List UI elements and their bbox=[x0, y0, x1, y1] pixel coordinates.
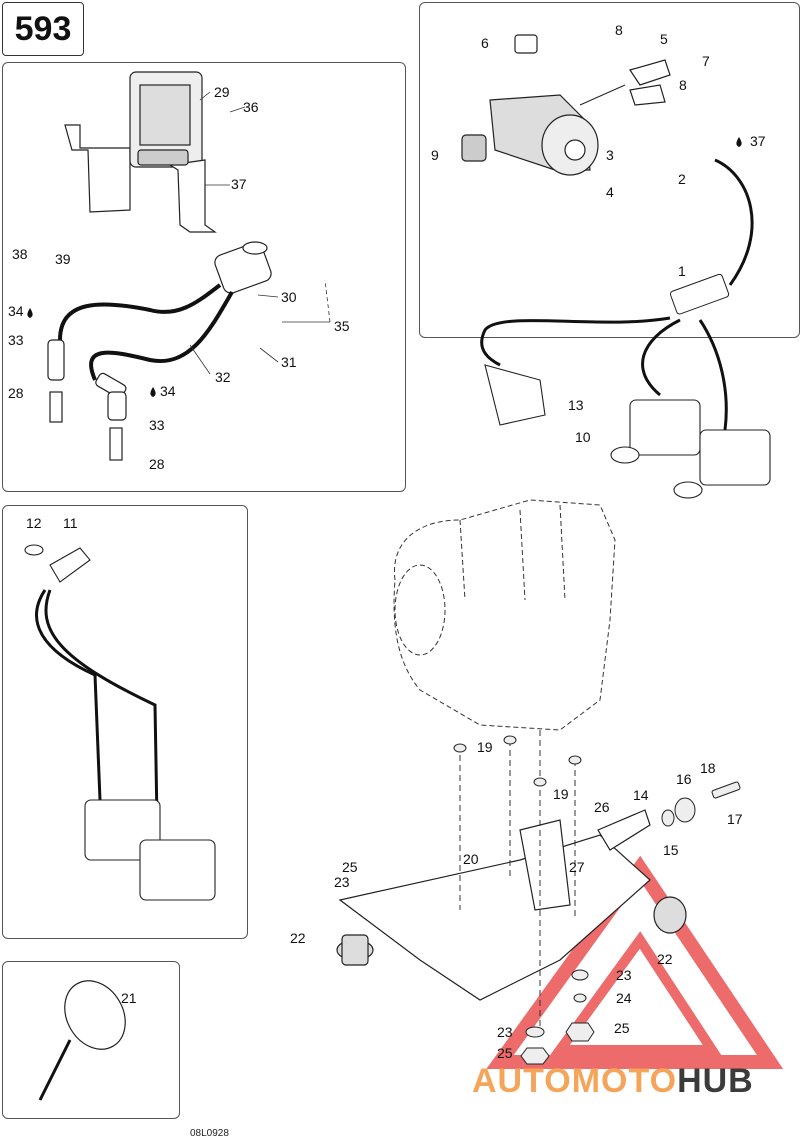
bracket-13 bbox=[484, 364, 546, 426]
callout-23c: 23 bbox=[497, 1024, 513, 1040]
callout-7: 7 bbox=[702, 53, 710, 69]
throttle-housing bbox=[461, 34, 671, 176]
rubber-mount-22 bbox=[336, 896, 687, 966]
callout-25b: 25 bbox=[614, 1020, 630, 1036]
callout-5: 5 bbox=[660, 31, 668, 47]
spark-plugs bbox=[47, 339, 127, 461]
callout-17: 17 bbox=[727, 811, 743, 827]
ecm-module bbox=[64, 71, 217, 233]
callout-23a: 23 bbox=[334, 874, 350, 890]
callout-11: 11 bbox=[63, 515, 78, 531]
sensor-wire bbox=[35, 589, 159, 821]
callout-22a: 22 bbox=[290, 930, 306, 946]
callout-38: 38 bbox=[12, 246, 28, 262]
callout-8a: 8 bbox=[615, 22, 623, 38]
callout-20: 20 bbox=[463, 851, 479, 867]
callout-1: 1 bbox=[678, 263, 686, 279]
callout-2: 2 bbox=[678, 171, 686, 187]
callout-39: 39 bbox=[55, 251, 71, 267]
callout-32: 32 bbox=[215, 369, 231, 385]
callout-37b: 37 bbox=[750, 133, 766, 149]
callout-29: 29 bbox=[214, 84, 230, 100]
throttle-cable bbox=[480, 158, 754, 431]
callout-25a: 25 bbox=[342, 859, 358, 875]
callout-33a: 33 bbox=[8, 332, 24, 348]
primer-pump bbox=[38, 980, 126, 1101]
ignition-coil bbox=[214, 241, 272, 294]
callout-15: 15 bbox=[663, 842, 679, 858]
callout-33b: 33 bbox=[149, 417, 165, 433]
callout-30: 30 bbox=[281, 289, 297, 305]
callout-19b: 19 bbox=[553, 786, 569, 802]
cable-junction bbox=[669, 273, 730, 315]
callout-18: 18 bbox=[700, 760, 716, 776]
drawing-reference: 08L0928 bbox=[190, 1128, 229, 1139]
watermark-part2: HUB bbox=[677, 1062, 754, 1100]
callout-labels: 1 2 3 4 5 6 7 8 8 9 10 11 12 13 14 15 16… bbox=[8, 22, 766, 1061]
callout-10: 10 bbox=[575, 429, 591, 445]
callout-34a: 34 bbox=[8, 303, 24, 319]
carburetors bbox=[610, 399, 771, 499]
callout-13: 13 bbox=[568, 397, 584, 413]
callout-14: 14 bbox=[633, 787, 649, 803]
page-number: 593 bbox=[2, 2, 84, 56]
washers-nuts bbox=[453, 735, 741, 1065]
callout-25c: 25 bbox=[497, 1045, 513, 1061]
callout-4: 4 bbox=[606, 184, 614, 200]
callout-37a: 37 bbox=[231, 176, 247, 192]
sensor-carbs bbox=[24, 544, 216, 901]
callout-21: 21 bbox=[121, 990, 137, 1006]
callout-31: 31 bbox=[281, 354, 297, 370]
callout-34b: 34 bbox=[160, 383, 176, 399]
callout-24: 24 bbox=[616, 990, 632, 1006]
callout-6: 6 bbox=[481, 35, 489, 51]
callout-36: 36 bbox=[243, 99, 259, 115]
watermark-triangle bbox=[486, 855, 784, 1069]
engine-outline bbox=[393, 499, 616, 731]
leader-lines-ignition bbox=[189, 91, 331, 375]
callout-8b: 8 bbox=[679, 77, 687, 93]
callout-26: 26 bbox=[594, 799, 610, 815]
callout-27: 27 bbox=[569, 859, 585, 875]
callout-19a: 19 bbox=[477, 739, 493, 755]
watermark-part1: AUTOMOTO bbox=[472, 1062, 678, 1100]
callout-9: 9 bbox=[431, 147, 439, 163]
callout-12: 12 bbox=[26, 515, 42, 531]
spark-plug-wires bbox=[58, 283, 234, 381]
callout-16: 16 bbox=[676, 771, 692, 787]
callout-22b: 22 bbox=[657, 951, 673, 967]
panel-throttle-housing bbox=[419, 2, 800, 338]
callout-3: 3 bbox=[606, 147, 614, 163]
callout-35: 35 bbox=[334, 318, 350, 334]
watermark-text: AUTOMOTOHUB bbox=[472, 1062, 754, 1101]
callout-28b: 28 bbox=[149, 456, 165, 472]
engine-support-plate bbox=[338, 809, 651, 1001]
callout-28a: 28 bbox=[8, 385, 24, 401]
callout-23b: 23 bbox=[616, 967, 632, 983]
oil-drop-icons bbox=[27, 137, 742, 397]
